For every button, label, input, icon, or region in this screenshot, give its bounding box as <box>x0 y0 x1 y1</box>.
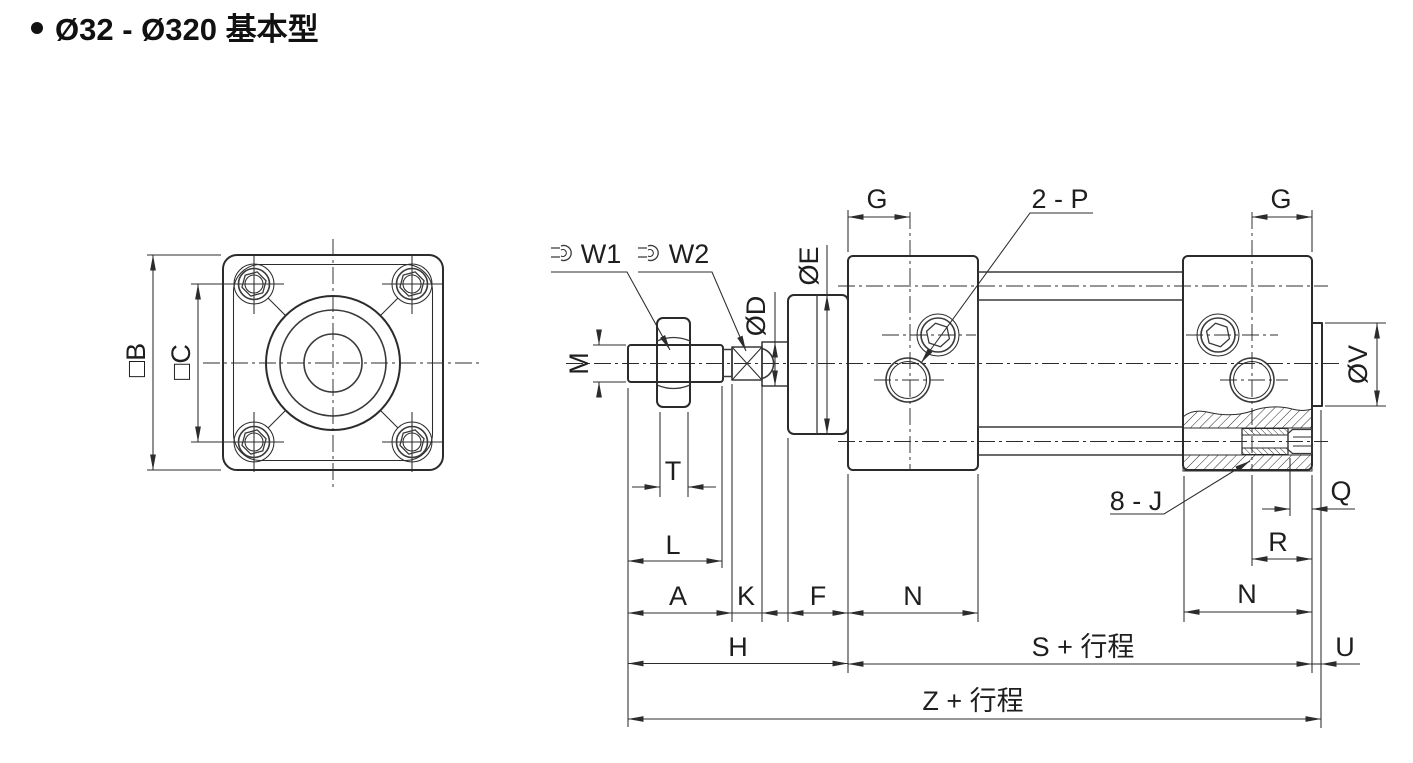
wrench-icon <box>550 244 572 262</box>
dim-label-t: T <box>665 456 682 486</box>
dim-label-q: Q <box>1330 476 1351 506</box>
page-title: Ø32 - Ø320 基本型 <box>31 12 319 47</box>
flange-inner-contour <box>232 263 434 462</box>
dim-v: ØV <box>1325 322 1386 407</box>
rod-neck <box>722 348 733 378</box>
wrench-icon <box>637 244 659 262</box>
dim-c: □C <box>166 283 226 443</box>
dim-label-a: A <box>669 581 687 611</box>
dim-m: M <box>564 329 626 398</box>
rear-head <box>1182 255 1313 471</box>
dim-f: F <box>788 581 848 616</box>
side-view: W1 W2 2 - P 8 - J G G <box>550 184 1386 728</box>
dim-label-r: R <box>1268 527 1288 557</box>
dim-label-b: □B <box>121 343 151 377</box>
callout-w2: W2 <box>637 239 747 352</box>
dim-d: ØD <box>741 292 778 386</box>
callout-2p: 2 - P <box>920 184 1093 364</box>
dim-n-rear: N <box>1184 579 1312 615</box>
dim-t: T <box>632 456 716 490</box>
callout-w1: W1 <box>550 239 671 351</box>
dim-z: Z + 行程 <box>628 686 1321 722</box>
dim-label-f: F <box>810 581 827 611</box>
nut-chamfer-bottom <box>656 384 691 390</box>
dim-label-e: ØE <box>794 246 824 285</box>
rear-boss <box>1311 322 1323 407</box>
label-w2: W2 <box>669 239 710 269</box>
nut-chamfer-top <box>656 336 691 342</box>
dim-label-l: L <box>665 530 680 560</box>
dim-label-d: ØD <box>741 296 771 337</box>
dim-label-z: Z + 行程 <box>922 686 1023 716</box>
dim-g-rear: G <box>1252 184 1313 252</box>
dim-r: R <box>1252 527 1312 562</box>
extension-lines <box>627 384 1322 728</box>
dim-label-v: ØV <box>1343 345 1373 384</box>
section-hatch <box>1182 406 1313 472</box>
dim-label-g-front: G <box>866 184 887 214</box>
dim-s: S + 行程 <box>848 632 1312 667</box>
web-lines <box>267 297 399 429</box>
title-bullet <box>31 22 43 34</box>
dim-label-h: H <box>728 632 748 662</box>
dim-label-n-front: N <box>903 581 923 611</box>
label-2p: 2 - P <box>1031 184 1088 214</box>
dim-b: □B <box>121 254 221 471</box>
dim-a: A <box>628 581 732 616</box>
front-flange-plate <box>787 294 849 435</box>
wrench-flat-section <box>731 346 763 381</box>
dim-label-k: K <box>737 581 755 611</box>
dim-label-m: M <box>564 352 594 375</box>
dim-label-n-rear: N <box>1237 579 1257 609</box>
rod-nut <box>656 317 691 408</box>
front-view: □B □C <box>121 239 479 487</box>
dim-h: H <box>628 632 848 667</box>
dim-e: ØE <box>794 245 830 434</box>
label-8j: 8 - J <box>1110 486 1163 516</box>
dim-q: Q <box>1262 476 1355 512</box>
callout-8j: 8 - J <box>1110 460 1251 516</box>
title-text: Ø32 - Ø320 基本型 <box>55 12 319 47</box>
dim-label-g-rear: G <box>1270 184 1291 214</box>
dim-k: K <box>732 581 790 616</box>
dim-label-c: □C <box>166 344 196 380</box>
dim-n-front: N <box>848 581 978 616</box>
dim-g-front: G <box>847 184 910 252</box>
front-head <box>847 255 979 471</box>
label-w1: W1 <box>581 239 622 269</box>
dim-label-u: U <box>1335 632 1355 662</box>
dim-l: L <box>628 530 722 564</box>
thread-relief <box>1287 428 1313 455</box>
dim-u: U <box>1312 632 1360 667</box>
dim-label-s: S + 行程 <box>1032 632 1135 662</box>
